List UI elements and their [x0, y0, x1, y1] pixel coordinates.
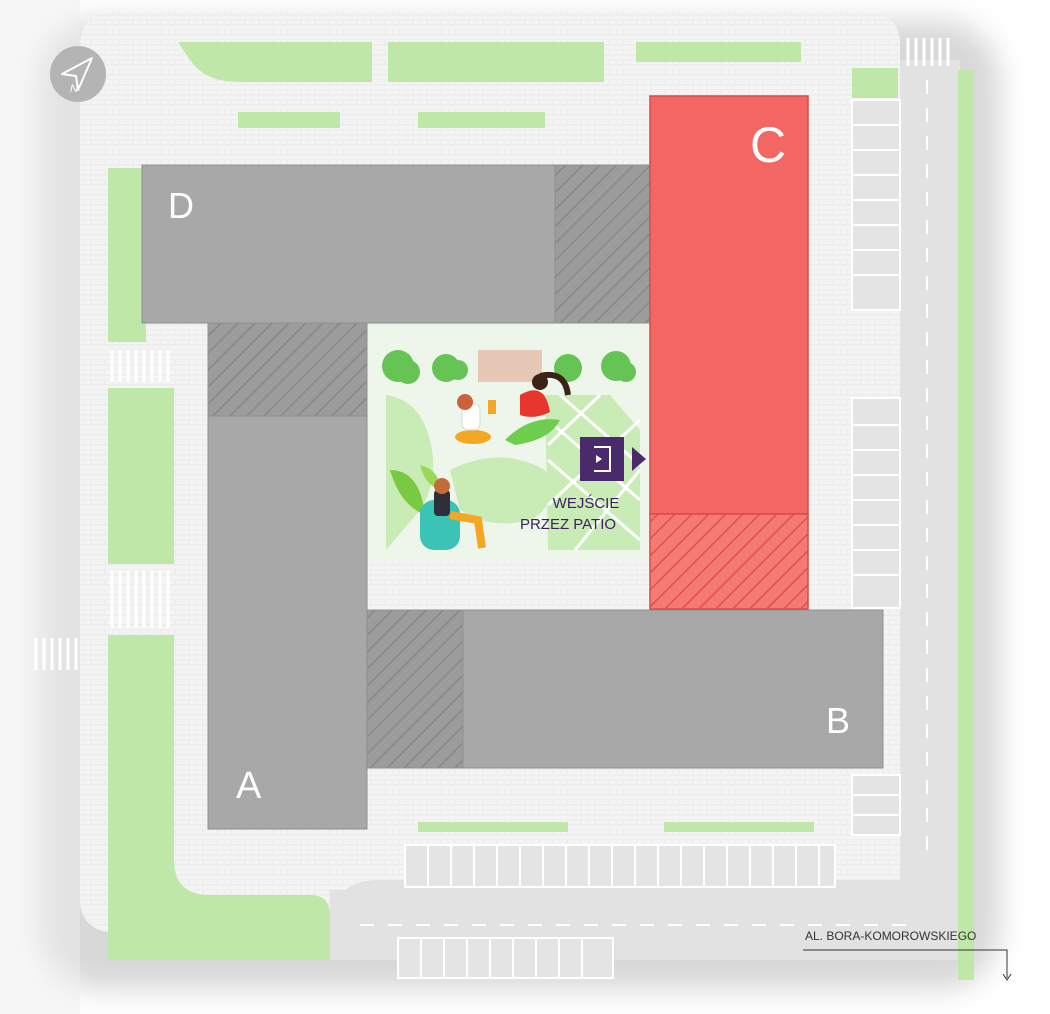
- entrance-marker[interactable]: WEJŚCIE PRZEZ PATIO: [520, 437, 646, 533]
- building-a-label: A: [236, 765, 262, 807]
- trees: [382, 350, 636, 384]
- compass-icon: N: [50, 46, 106, 102]
- crosswalks: [34, 38, 950, 670]
- building-c[interactable]: [649, 95, 809, 515]
- street-label: AL. BORA-KOMOROWSKIEGO: [805, 929, 976, 943]
- building-b-label: B: [826, 700, 850, 741]
- arrow-right-icon: [632, 447, 646, 471]
- arrow-down-icon: [1002, 973, 1012, 981]
- building-a-connector: [207, 322, 368, 417]
- building-d[interactable]: [141, 164, 556, 324]
- people-illustration: [390, 371, 571, 550]
- building-b[interactable]: [462, 609, 884, 769]
- building-c-connector: [649, 513, 809, 610]
- street-marker: AL. BORA-KOMOROWSKIEGO: [803, 929, 1012, 981]
- roads: [330, 60, 960, 960]
- building-b-connector: [366, 609, 464, 769]
- building-d-connector: [554, 164, 651, 324]
- entrance-label-line2: PRZEZ PATIO: [520, 516, 616, 533]
- green-areas: [108, 42, 974, 980]
- building-c-label: C: [750, 117, 786, 173]
- building-d-label: D: [168, 185, 194, 226]
- entrance-label-line1: WEJŚCIE: [553, 494, 620, 512]
- building-a[interactable]: [207, 415, 368, 830]
- parking-bays: [397, 99, 901, 979]
- compass-north-label: N: [70, 83, 78, 95]
